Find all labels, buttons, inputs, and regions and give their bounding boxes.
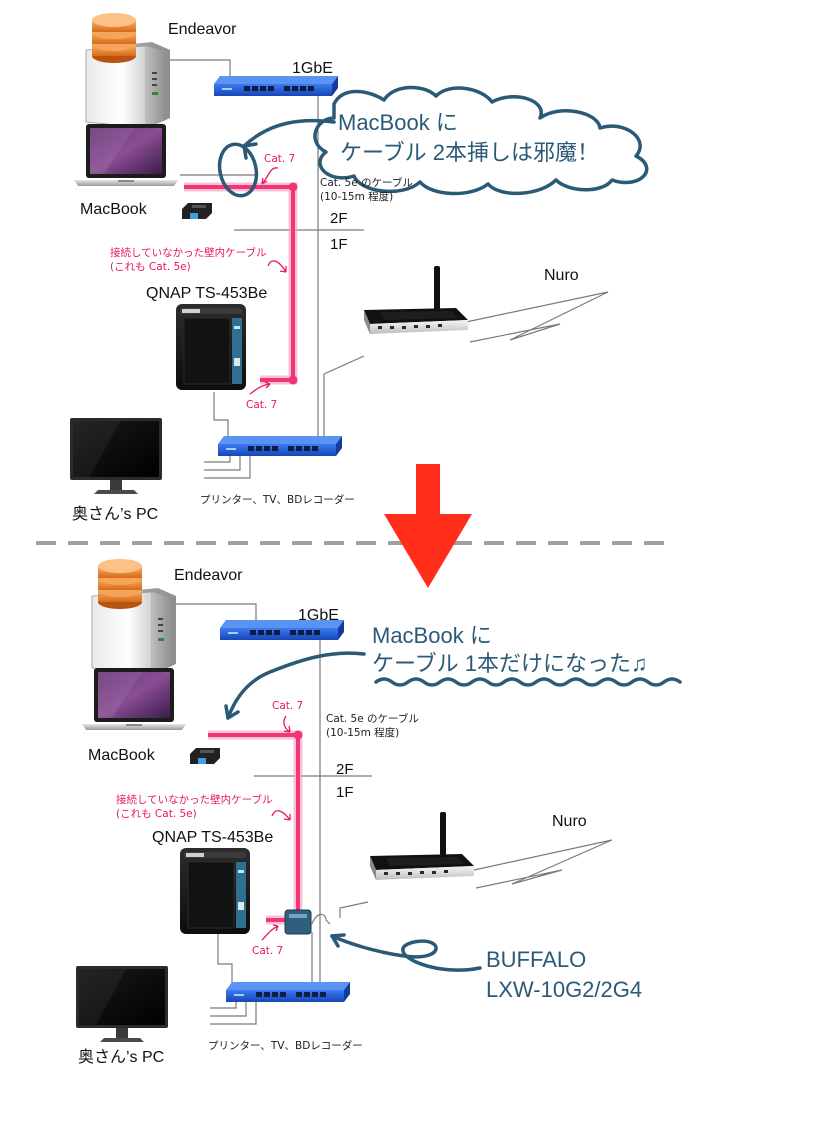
- cable-printer-2: [204, 456, 241, 471]
- cat7-top-label: Cat. 7: [272, 700, 303, 712]
- callout-pointer-line: [242, 118, 336, 148]
- floor-1f-label: 1F: [330, 236, 348, 253]
- callout-wavy-underline: [374, 677, 682, 687]
- cable-cat7-pink: [208, 733, 300, 922]
- buffalo-pointer-line: [330, 934, 482, 972]
- cat7-top-label: Cat. 7: [264, 153, 295, 165]
- endeavor-server-icon: [85, 12, 171, 129]
- cable-loop: [311, 913, 331, 925]
- wife-pc-label: 奥さん’s PC: [72, 505, 158, 523]
- wall-cable-note: (これも Cat. 5e): [110, 261, 191, 273]
- qnap-nas-icon: [175, 303, 247, 391]
- qnap-label: QNAP TS-453Be: [152, 829, 273, 846]
- floor-2f-label: 2F: [330, 210, 348, 227]
- cable-junction-top: [293, 730, 303, 740]
- qnap-label: QNAP TS-453Be: [146, 285, 267, 302]
- callout-text-line1: MacBook に: [338, 110, 458, 135]
- callout-cloud-shape: [313, 85, 649, 196]
- callout-text-line1: MacBook に: [372, 623, 492, 648]
- nuro-router-icon: [364, 266, 468, 334]
- qnap-nas-icon: [179, 847, 251, 935]
- callout-pointer-line: [226, 651, 366, 720]
- cat5e-label: Cat. 5e のケーブル: [326, 712, 419, 725]
- wireless-zigzag: [465, 291, 609, 343]
- wall-cable-note: (これも Cat. 5e): [116, 808, 197, 820]
- floor1-switch-icon: [218, 436, 342, 456]
- ethernet-adapter-icon: [190, 748, 220, 764]
- macbook-label: MacBook: [80, 201, 148, 218]
- cat5e-length-label: (10-15m 程度): [320, 190, 393, 203]
- endeavor-label: Endeavor: [168, 21, 237, 38]
- cat7-bottom-label: Cat. 7: [246, 399, 277, 411]
- endeavor-server-icon: [91, 558, 177, 675]
- wireless-zigzag: [473, 839, 613, 889]
- wall-cable-label: 接続していなかった壁内ケーブル: [116, 793, 273, 806]
- highlight-circle: [217, 142, 259, 198]
- cable-endeavor-switch: [168, 603, 257, 622]
- cable-junction-bottom: [288, 375, 298, 385]
- cable-printer-1: [204, 456, 231, 463]
- cable-printer-1: [210, 1002, 237, 1009]
- cat7-bottom-pointer: [261, 925, 279, 941]
- wife-pc-monitor-icon: [76, 966, 168, 1042]
- cat5e-label: Cat. 5e のケーブル: [320, 176, 413, 189]
- switch-speed-label: 1GbE: [298, 607, 339, 624]
- switch-speed-label: 1GbE: [292, 60, 333, 77]
- cable-cat7-pink: [184, 185, 295, 382]
- endeavor-label: Endeavor: [174, 567, 243, 584]
- callout-text-line2: ケーブル 1本だけになった♫: [372, 651, 648, 676]
- cat7-top-pointer: [261, 167, 279, 185]
- bottom-section: Endeavor 1GbE MacBook Cat. 7 Cat. 5e のケー…: [76, 558, 682, 1066]
- cable-printer-3: [210, 1002, 257, 1025]
- cable-nas-switch: [217, 934, 233, 984]
- cable-printer-3: [204, 456, 251, 479]
- floor-1f-label: 1F: [336, 784, 354, 801]
- wall-cable-label: 接続していなかった壁内ケーブル: [110, 246, 267, 259]
- ethernet-adapter-icon: [182, 203, 212, 219]
- cat7-bottom-pointer: [249, 383, 271, 395]
- cable-printer-2: [210, 1002, 247, 1017]
- wife-pc-monitor-icon: [70, 418, 162, 494]
- cable-endeavor-switch: [160, 59, 231, 78]
- cable-router-switch: [323, 355, 365, 444]
- callout-text-line2: ケーブル 2本挿しは邪魔！: [340, 140, 599, 165]
- top-section: Endeavor 1GbE MacBook Cat. 7 Cat. 5e のケー…: [70, 12, 649, 523]
- cat7-bottom-label: Cat. 7: [252, 945, 283, 957]
- buffalo-model-label: LXW-10G2/2G4: [486, 977, 642, 1002]
- floor-2f-label: 2F: [336, 761, 354, 778]
- cat7-top-pointer: [283, 715, 291, 733]
- printer-label: プリンター、TV、BDレコーダー: [208, 1039, 363, 1052]
- wife-pc-label: 奥さん’s PC: [78, 1048, 164, 1066]
- macbook-laptop-icon: [82, 668, 186, 730]
- wall-cable-pointer: [271, 810, 291, 821]
- cable-nas-switch: [213, 392, 229, 440]
- wall-cable-pointer: [267, 260, 287, 273]
- down-arrow-icon: [384, 464, 472, 588]
- nuro-label: Nuro: [544, 267, 579, 284]
- nuro-router-icon: [370, 812, 474, 880]
- macbook-label: MacBook: [88, 747, 156, 764]
- cable-junction-top: [288, 182, 298, 192]
- buffalo-brand-label: BUFFALO: [486, 947, 586, 972]
- buffalo-switch-icon: [284, 909, 312, 935]
- macbook-laptop-icon: [74, 124, 178, 186]
- cat5e-length-label: (10-15m 程度): [326, 726, 399, 739]
- printer-label: プリンター、TV、BDレコーダー: [200, 493, 355, 506]
- floor1-switch-icon: [226, 982, 350, 1002]
- nuro-label: Nuro: [552, 813, 587, 830]
- cable-router-hub: [339, 901, 369, 918]
- gbe-switch-icon: [214, 76, 338, 96]
